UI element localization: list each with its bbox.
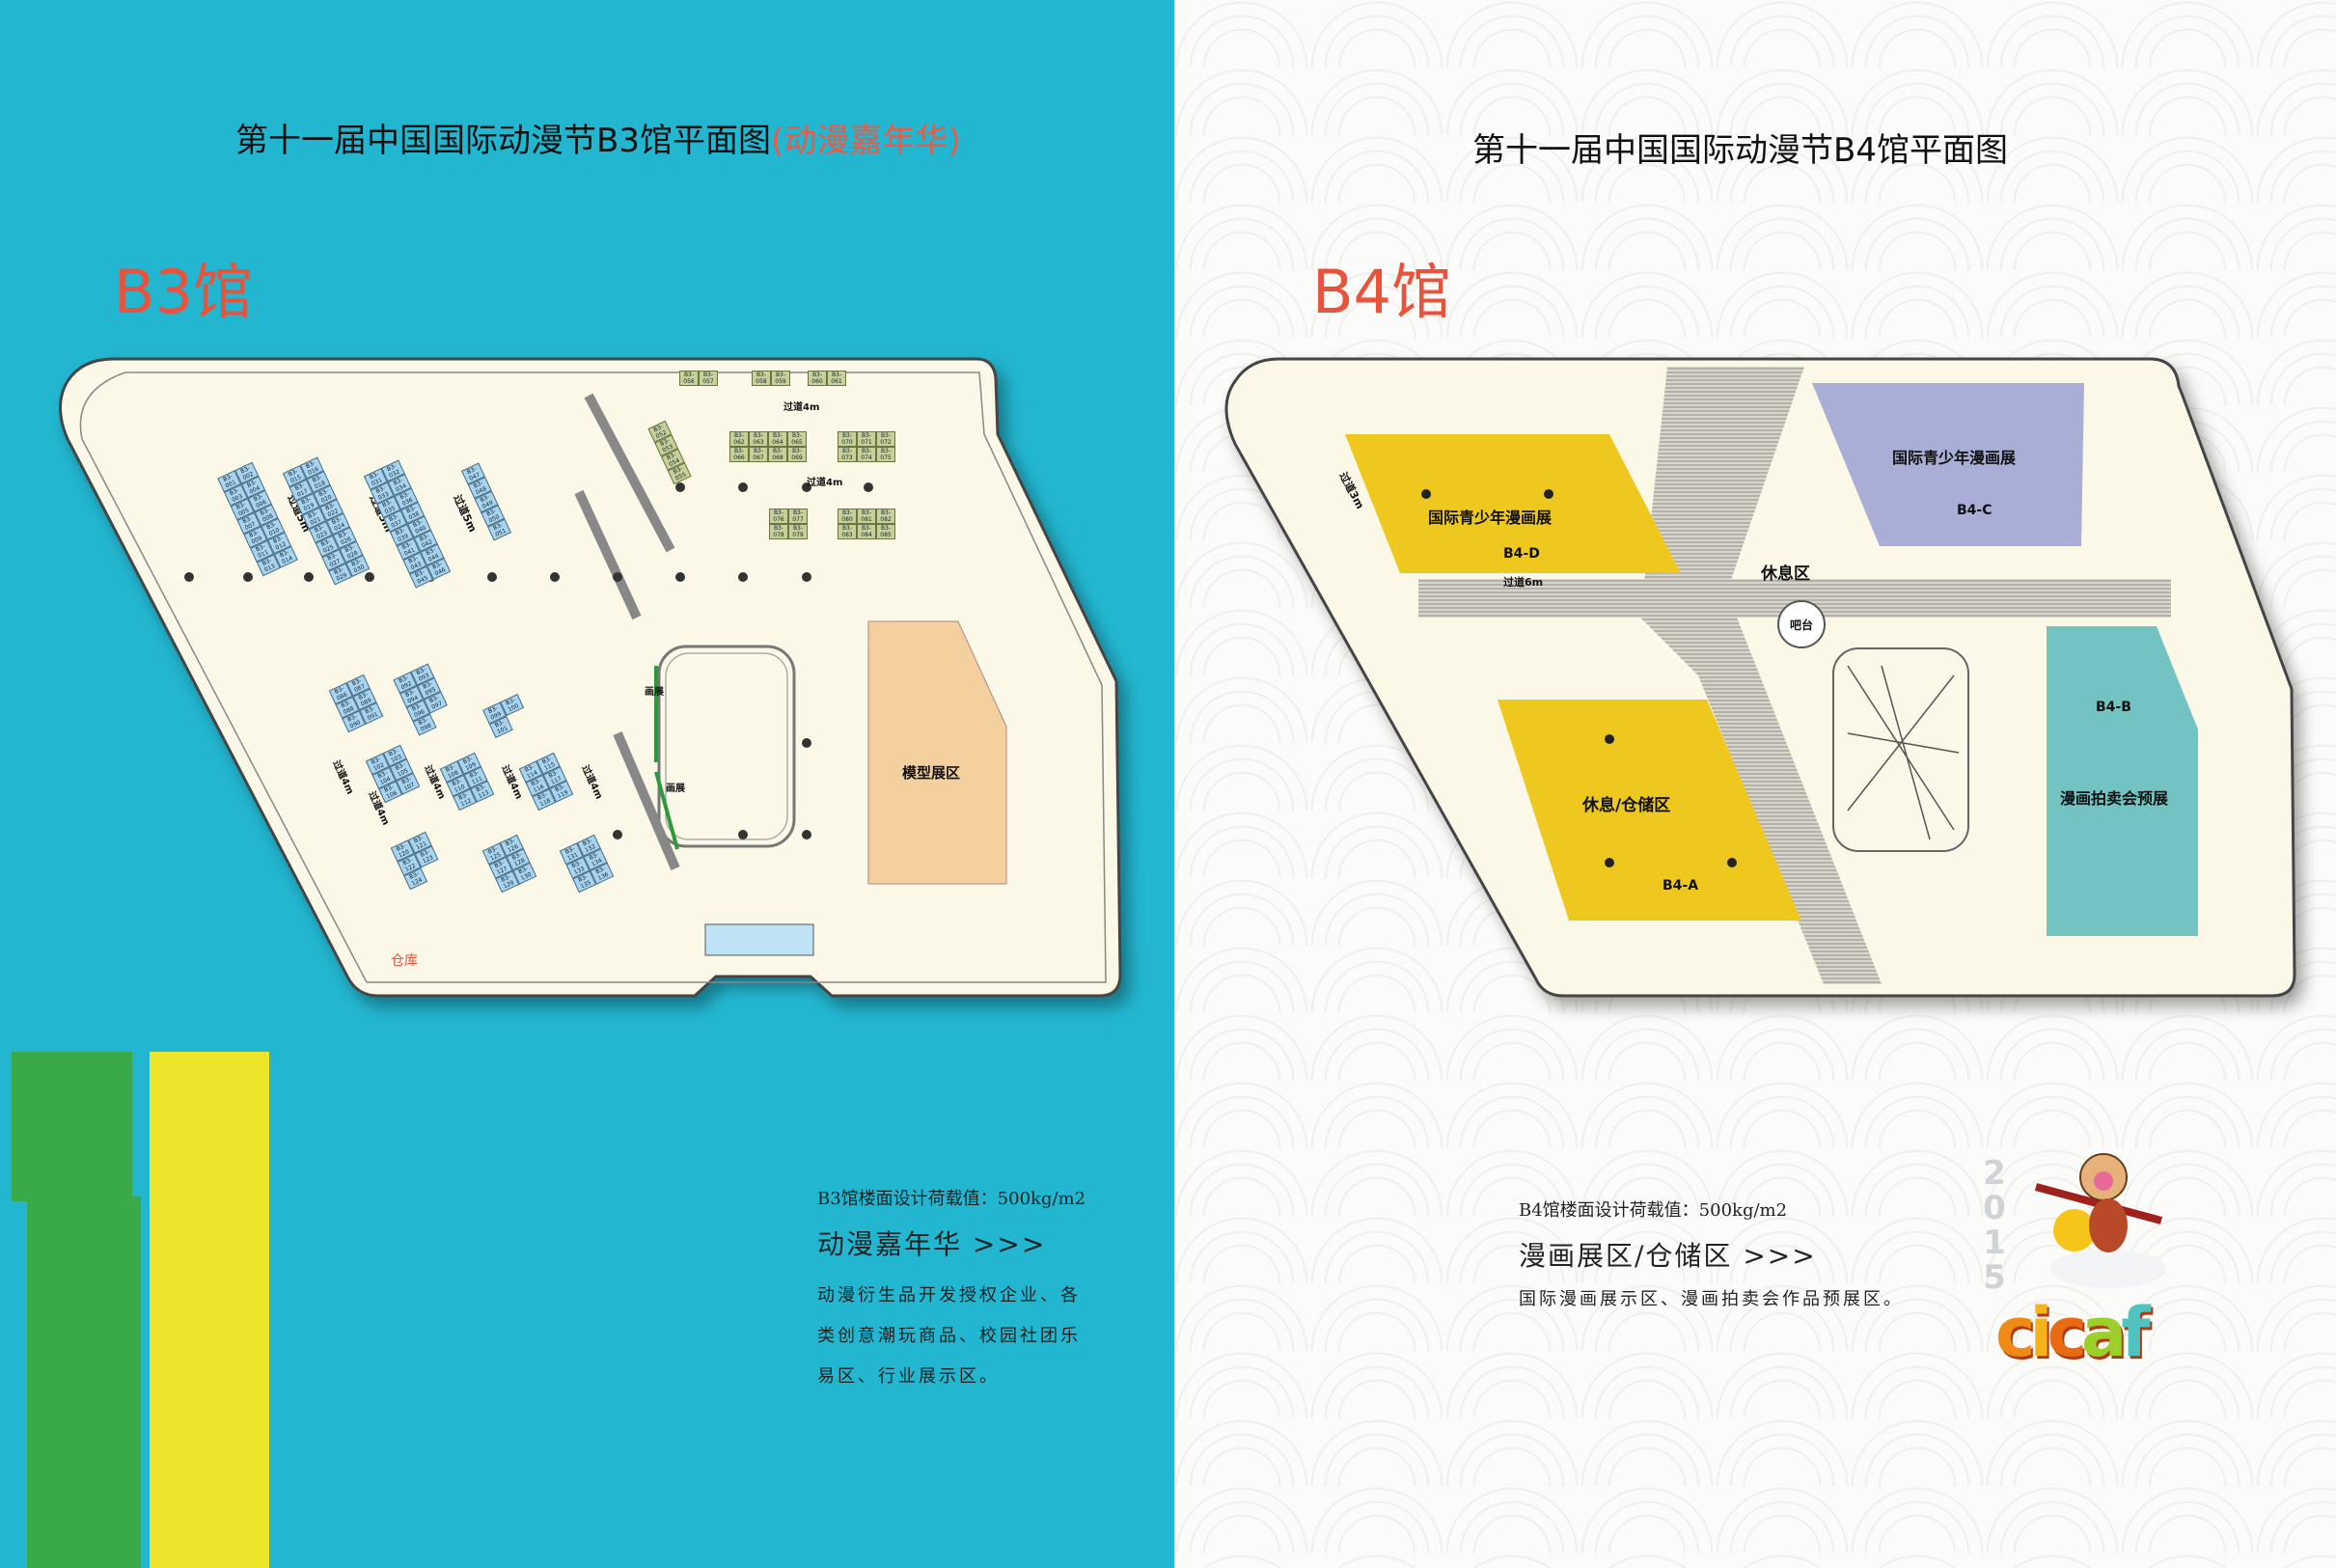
aisle-label: 过道4m — [807, 476, 842, 488]
b4-floor-plan: 国际青少年漫画展 B4-D 国际青少年漫画展 B4-C 休息/仓储区 B4-A … — [1224, 357, 2296, 998]
b3-load-spec: B3馆楼面设计荷载值：500kg/m2 — [817, 1189, 1086, 1209]
zone-b4-b-name: 漫画拍卖会预展 — [2060, 789, 2169, 808]
b4-load-spec: B4馆楼面设计荷载值：500kg/m2 — [1519, 1200, 1788, 1221]
b4-zone-heading: 漫画展区/仓储区 >>> — [1519, 1240, 1817, 1272]
zone-b4-b-code: B4-B — [2096, 700, 2131, 715]
zone-b4-d-code: B4-D — [1503, 546, 1540, 562]
booth[interactable]: B3-072 — [876, 431, 895, 447]
b3-info-block: B3馆楼面设计荷载值：500kg/m2 动漫嘉年华 >>> 动漫衍生品开发授权企… — [817, 1185, 1086, 1397]
warehouse-label: 仓库 — [391, 953, 418, 969]
booth[interactable]: B3-075 — [876, 447, 895, 462]
booth[interactable]: B3-061 — [827, 371, 846, 386]
painting-area-label-a: 画展 — [645, 686, 664, 698]
logo-brand: cicaf — [1995, 1293, 2151, 1372]
b3-floor-plan: 模型展区 仓库 画展 画展 过道5m 过道5m 过道5m 过道4m 过道4m 过… — [59, 357, 1122, 998]
b3-title-main: 第十一届中国国际动漫节B3馆平面图 — [235, 122, 771, 160]
zone-b4-a-code: B4-A — [1663, 878, 1698, 894]
b3-zone-heading: 动漫嘉年华 >>> — [817, 1228, 1047, 1260]
yellow-bar-decoration — [150, 1052, 269, 1568]
booth[interactable]: B3-067 — [749, 447, 768, 462]
b4-title: 第十一届中国国际动漫节B4馆平面图 — [1472, 131, 2008, 170]
zone-b4-c-code: B4-C — [1957, 503, 1992, 518]
booth[interactable]: B3-065 — [787, 431, 807, 447]
zone-b4-c — [1812, 383, 2084, 546]
booth[interactable]: B3-059 — [771, 371, 790, 386]
booth[interactable]: B3-084 — [857, 524, 876, 539]
zone-b4-a — [1498, 700, 1801, 921]
booth[interactable]: B3-064 — [768, 431, 787, 447]
green-bar-decoration-lower — [27, 1197, 141, 1568]
b4-description: 国际漫画展示区、漫画拍卖会作品预展区。 — [1519, 1289, 1904, 1309]
b3-description-line: 动漫衍生品开发授权企业、各 — [817, 1285, 1081, 1306]
bar-label: 吧台 — [1790, 618, 1813, 632]
booth[interactable]: B3-071 — [857, 431, 876, 447]
booth[interactable]: B3-076 — [769, 509, 788, 524]
booth[interactable]: B3-078 — [769, 524, 788, 539]
booth[interactable]: B3-074 — [857, 447, 876, 462]
b4-info-block: B4馆楼面设计荷载值：500kg/m2 漫画展区/仓储区 >>> 国际漫画展示区… — [1519, 1197, 1904, 1312]
booth[interactable]: B3-068 — [768, 447, 787, 462]
zone-b4-d-name: 国际青少年漫画展 — [1428, 509, 1553, 527]
booth[interactable]: B3-080 — [838, 509, 857, 524]
aisle-label: 过道6m — [1503, 575, 1543, 589]
zone-b4-a-name: 休息/仓储区 — [1581, 795, 1670, 815]
booth[interactable]: B3-082 — [876, 509, 895, 524]
booth[interactable]: B3-062 — [729, 431, 749, 447]
booth[interactable]: B3-070 — [838, 431, 857, 447]
bar-counter — [1777, 600, 1826, 648]
zone-b4-c-name: 国际青少年漫画展 — [1892, 449, 2017, 467]
aisle-label: 过道4m — [783, 400, 819, 413]
green-bar-decoration — [12, 1052, 132, 1201]
b3-title-suffix: (动漫嘉年华) — [770, 122, 961, 160]
rest-area-label: 休息区 — [1760, 564, 1810, 584]
booth[interactable]: B3-057 — [699, 371, 718, 386]
booth[interactable]: B3-066 — [729, 447, 749, 462]
b3-title: 第十一届中国国际动漫节B3馆平面图(动漫嘉年华) — [235, 114, 961, 161]
entrance-area — [704, 923, 814, 956]
booth[interactable]: B3-083 — [838, 524, 857, 539]
booth[interactable]: B3-060 — [808, 371, 827, 386]
b3-description-line: 易区、行业展示区。 — [817, 1366, 1000, 1387]
model-area — [867, 620, 1007, 885]
booth[interactable]: B3-069 — [787, 447, 807, 462]
booth[interactable]: B3-073 — [838, 447, 857, 462]
b3-description-line: 类创意潮玩商品、校园社团乐 — [817, 1326, 1081, 1346]
booth[interactable]: B3-081 — [857, 509, 876, 524]
model-area-label: 模型展区 — [902, 764, 960, 782]
b4-hall-label: B4馆 — [1312, 257, 1451, 327]
booth[interactable]: B3-056 — [679, 371, 699, 386]
booth[interactable]: B3-077 — [788, 509, 808, 524]
booth[interactable]: B3-085 — [876, 524, 895, 539]
b3-hall-label: B3馆 — [114, 257, 253, 327]
booth[interactable]: B3-058 — [752, 371, 771, 386]
booth[interactable]: B3-063 — [749, 431, 768, 447]
zone-b4-d — [1345, 434, 1681, 573]
zone-b4-b — [2047, 626, 2198, 936]
booth[interactable]: B3-079 — [788, 524, 808, 539]
monkey-mascot-icon — [2034, 1153, 2166, 1288]
painting-area-label-b: 画展 — [666, 783, 685, 794]
